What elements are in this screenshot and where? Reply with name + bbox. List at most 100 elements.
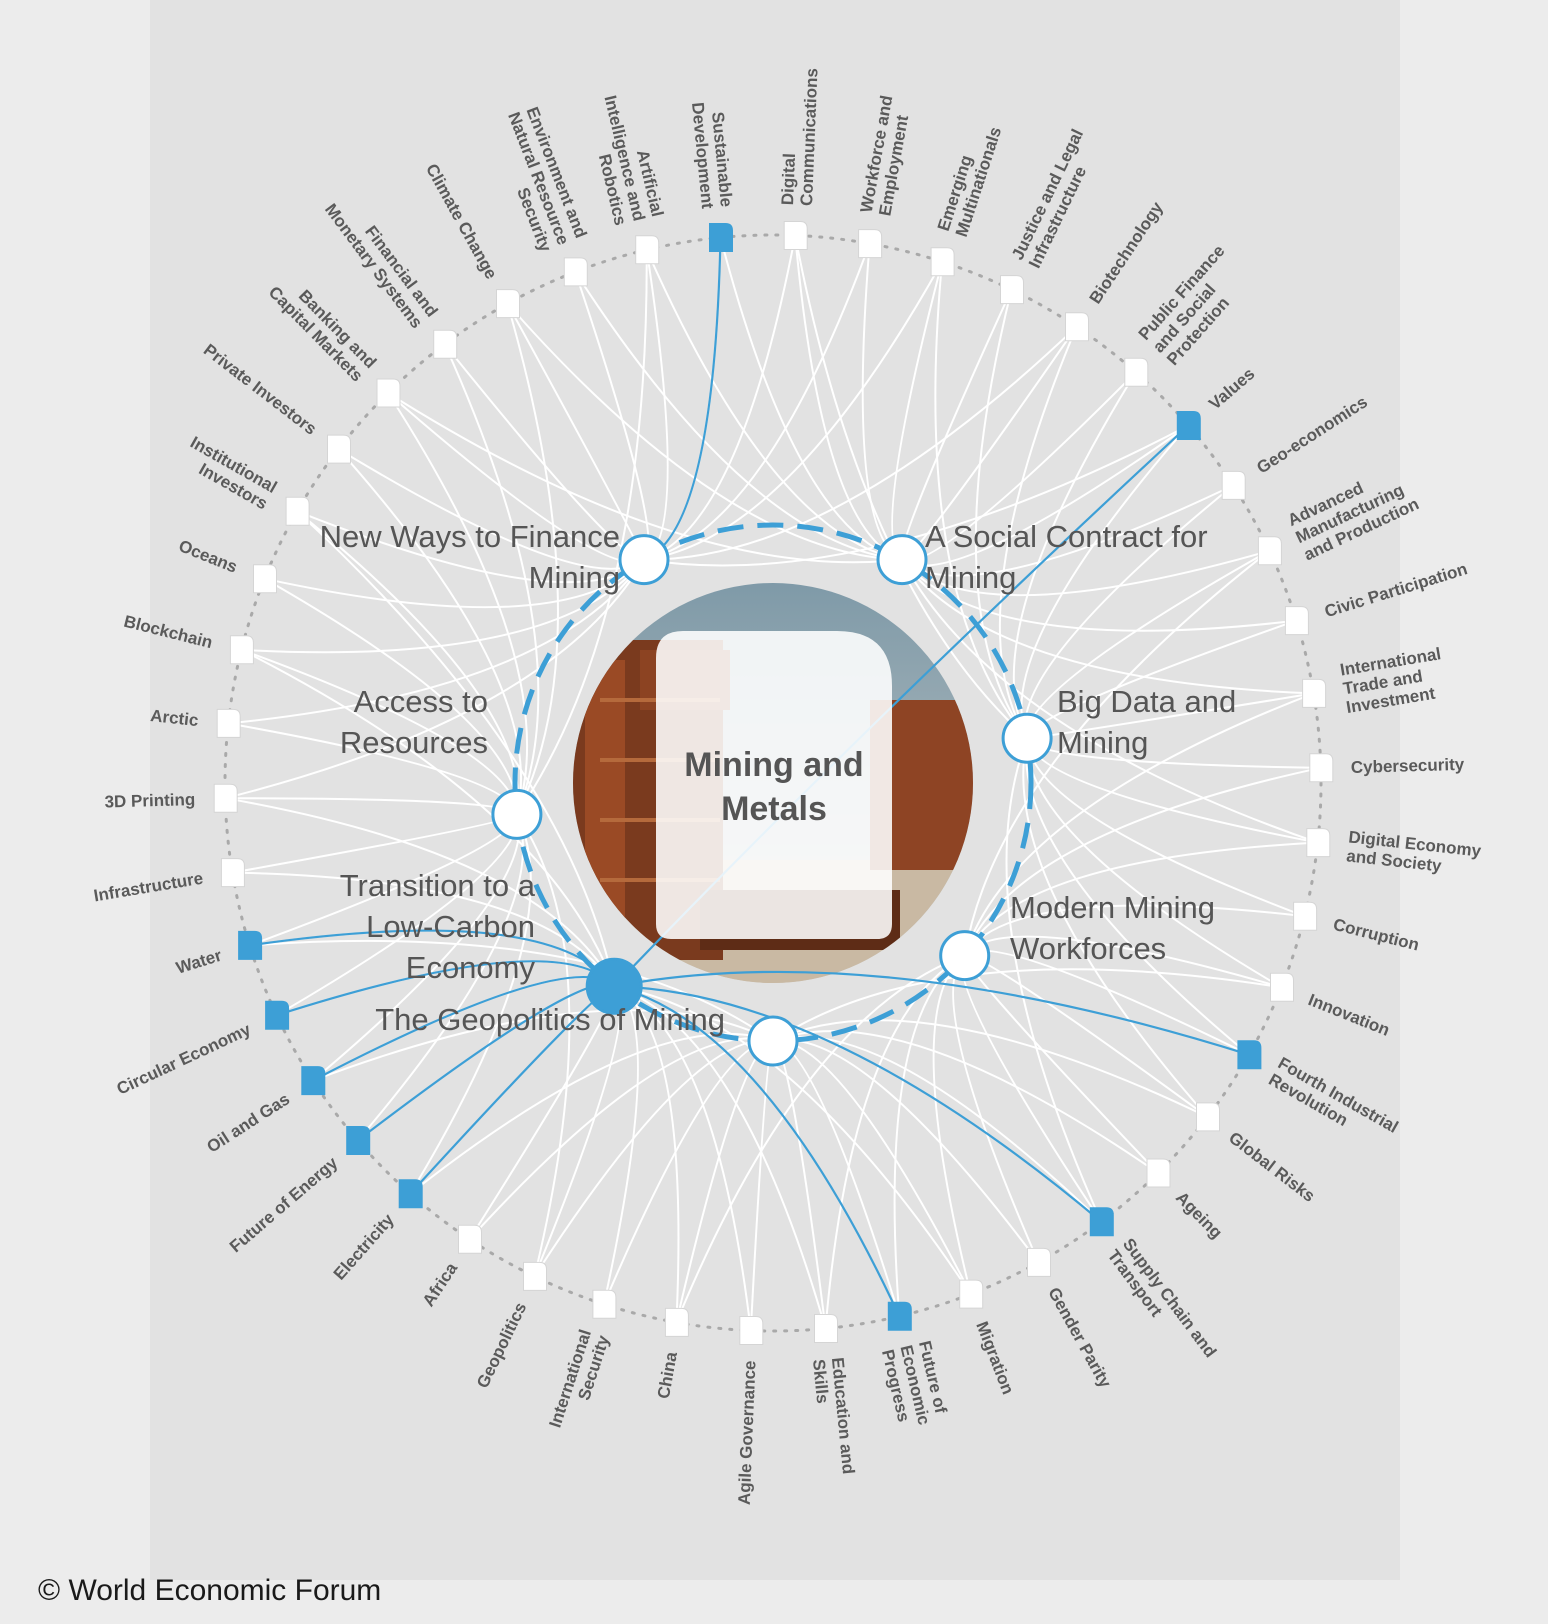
node-arctic[interactable] bbox=[216, 708, 241, 738]
node-cybersecurity[interactable] bbox=[1309, 753, 1334, 783]
outer-label: Oil and Gas bbox=[203, 1089, 293, 1156]
node-values[interactable] bbox=[1176, 411, 1201, 440]
node-africa[interactable] bbox=[458, 1224, 482, 1254]
node-global-risks[interactable] bbox=[1196, 1102, 1220, 1132]
node-artificial-intelligence-and-robotics[interactable] bbox=[635, 235, 660, 265]
node-public-finance-and-social-protection[interactable] bbox=[1124, 357, 1149, 387]
label-group-cybersecurity: Cybersecurity bbox=[1351, 755, 1465, 777]
inner-label-finance: New Ways to Finance bbox=[320, 519, 620, 554]
node-geo-economics[interactable] bbox=[1221, 470, 1246, 500]
outer-label: Circular Economy bbox=[114, 1020, 254, 1099]
label-group-electricity: Electricity bbox=[330, 1210, 398, 1284]
node-international-security[interactable] bbox=[592, 1289, 617, 1319]
node-justice-and-legal-infrastructure[interactable] bbox=[1000, 275, 1024, 305]
inner-node-social[interactable] bbox=[876, 534, 928, 586]
label-group-biotechnology: Biotechnology bbox=[1086, 198, 1167, 307]
node-china[interactable] bbox=[664, 1307, 689, 1337]
node-fourth-industrial-revolution[interactable] bbox=[1237, 1040, 1262, 1070]
node-private-investors[interactable] bbox=[327, 434, 351, 464]
node-international-trade-and-investment[interactable] bbox=[1302, 678, 1327, 708]
outer-label: Civic Participation bbox=[1322, 559, 1469, 621]
inner-label-geopolitics: The Geopolitics of Mining bbox=[375, 1002, 725, 1037]
inner-node-bigdata[interactable] bbox=[1001, 712, 1053, 764]
node-circular-economy[interactable] bbox=[265, 1000, 290, 1030]
label-group-values: Values bbox=[1205, 364, 1258, 414]
node-geopolitics[interactable] bbox=[523, 1261, 547, 1291]
node-water[interactable] bbox=[238, 930, 263, 960]
inner-label-lowcarbon: Economy bbox=[406, 950, 536, 985]
link-line bbox=[228, 559, 645, 725]
node-institutional-investors[interactable] bbox=[285, 496, 310, 526]
link-line bbox=[468, 1037, 774, 1240]
outer-label: Cybersecurity bbox=[1351, 755, 1465, 777]
label-group-water: Water bbox=[174, 946, 225, 978]
node-future-of-economic-progress[interactable] bbox=[887, 1301, 912, 1331]
node-financial-and-monetary-systems[interactable] bbox=[433, 329, 458, 359]
node-agile-governance[interactable] bbox=[739, 1316, 764, 1345]
inner-node-geopolitics[interactable] bbox=[747, 1015, 799, 1067]
node-environment-and-natural-resource-security[interactable] bbox=[563, 257, 588, 287]
link-line bbox=[409, 1032, 774, 1195]
link-line bbox=[643, 249, 669, 561]
node-sustainable-development[interactable] bbox=[709, 223, 733, 252]
node-advanced-manufacturing-and-production[interactable] bbox=[1257, 536, 1282, 566]
inner-label-social: Mining bbox=[925, 560, 1016, 595]
node-digital-economy-and-society[interactable] bbox=[1306, 828, 1331, 858]
node-banking-and-capital-markets[interactable] bbox=[376, 378, 401, 408]
node-ageing[interactable] bbox=[1146, 1158, 1171, 1188]
node-corruption[interactable] bbox=[1293, 901, 1318, 931]
link-line bbox=[645, 249, 903, 561]
inner-node-lowcarbon[interactable] bbox=[585, 957, 643, 1015]
link-line bbox=[387, 392, 903, 564]
link-line bbox=[1025, 738, 1250, 1056]
node-electricity[interactable] bbox=[398, 1179, 423, 1209]
inner-label-workforce: Workforces bbox=[1010, 931, 1166, 966]
link-line bbox=[264, 558, 645, 609]
node-blockchain[interactable] bbox=[229, 635, 254, 665]
inner-node-finance[interactable] bbox=[618, 534, 670, 586]
outer-label: Private Investors bbox=[200, 340, 320, 438]
inner-node-workforce[interactable] bbox=[939, 930, 991, 982]
outer-label: Electricity bbox=[330, 1210, 398, 1284]
node-digital-communications[interactable] bbox=[783, 221, 808, 250]
outer-label: Water bbox=[174, 946, 225, 978]
copyright-text: © World Economic Forum bbox=[38, 1574, 382, 1607]
node-supply-chain-and-transport[interactable] bbox=[1089, 1207, 1114, 1237]
node-infrastructure[interactable] bbox=[220, 858, 245, 888]
highlight-link-line bbox=[613, 985, 901, 1317]
inner-label-lowcarbon: Transition to a bbox=[340, 868, 536, 903]
link-line bbox=[963, 550, 1271, 956]
link-line bbox=[506, 303, 559, 815]
node-climate-change[interactable] bbox=[496, 289, 520, 319]
node-workforce-and-employment[interactable] bbox=[858, 229, 883, 259]
outer-label: Innovation bbox=[1306, 990, 1393, 1040]
node-oil-and-gas[interactable] bbox=[301, 1066, 326, 1096]
node-3d-printing[interactable] bbox=[213, 783, 238, 813]
link-line bbox=[974, 289, 1028, 739]
inner-node-access[interactable] bbox=[491, 788, 543, 840]
link-line bbox=[749, 1040, 774, 1331]
link-line bbox=[643, 243, 871, 561]
link-line bbox=[901, 558, 1297, 632]
node-emerging-multinationals[interactable] bbox=[930, 247, 955, 277]
outer-label: Ageing bbox=[1172, 1188, 1226, 1242]
node-gender-parity[interactable] bbox=[1027, 1247, 1051, 1277]
node-migration[interactable] bbox=[959, 1279, 984, 1309]
node-education-and-skills[interactable] bbox=[814, 1314, 838, 1343]
node-civic-participation[interactable] bbox=[1284, 606, 1309, 636]
node-innovation[interactable] bbox=[1270, 972, 1294, 1002]
link-line bbox=[356, 814, 524, 1142]
inner-label-access: Access to bbox=[354, 684, 488, 719]
node-oceans[interactable] bbox=[253, 564, 277, 594]
node-future-of-energy[interactable] bbox=[346, 1126, 371, 1155]
link-line bbox=[240, 648, 616, 987]
node-biotechnology[interactable] bbox=[1065, 312, 1089, 342]
highlight-link-line bbox=[613, 970, 1250, 1056]
